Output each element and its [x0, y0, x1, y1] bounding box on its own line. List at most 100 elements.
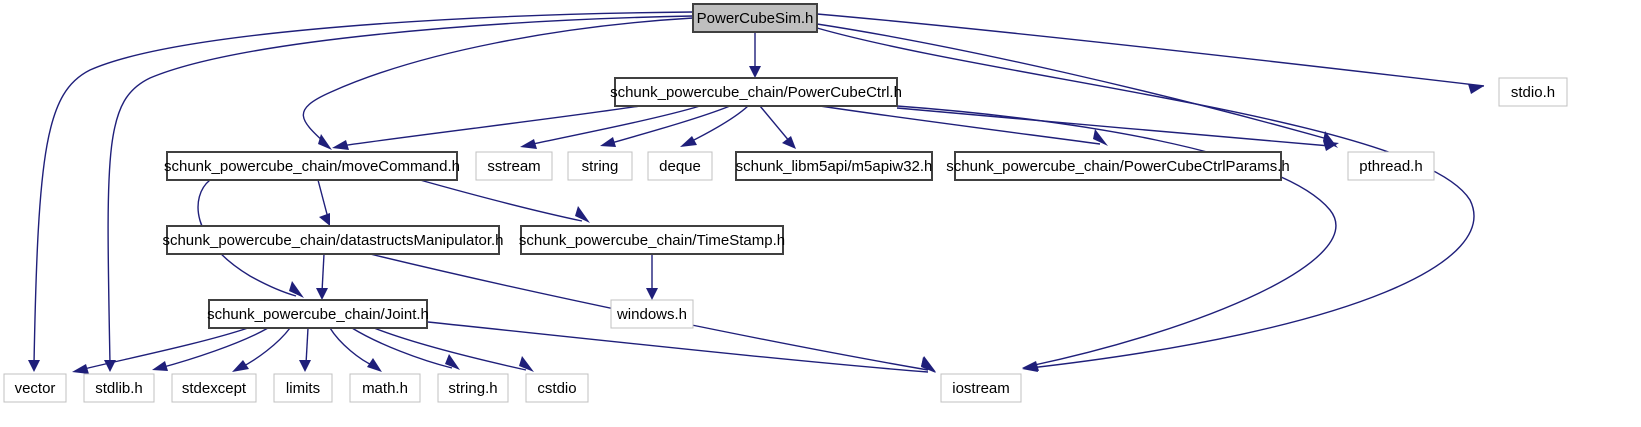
node-iostream[interactable]: iostream [940, 373, 1022, 403]
arrowhead-icon [520, 139, 537, 149]
node-box[interactable] [166, 225, 500, 255]
node-box[interactable] [475, 151, 553, 181]
node-box[interactable] [437, 373, 509, 403]
arrowhead-icon [318, 134, 332, 150]
edge-joint-to-iostream [427, 321, 936, 373]
node-box[interactable] [1498, 77, 1568, 107]
edge-line [816, 27, 1475, 369]
node-powercubectrlparams[interactable]: schunk_powercube_chain/PowerCubeCtrlPara… [946, 151, 1290, 181]
node-box[interactable] [614, 77, 898, 107]
arrowhead-icon [519, 356, 534, 372]
node-stdio[interactable]: stdio.h [1498, 77, 1568, 107]
edge-line [687, 105, 749, 144]
node-vector[interactable]: vector [3, 373, 67, 403]
node-box[interactable] [520, 225, 784, 255]
node-box[interactable] [171, 373, 257, 403]
node-box[interactable] [525, 373, 589, 403]
edge-line [527, 105, 701, 146]
edges-layer [28, 11, 1485, 374]
edge-datastructs-to-joint [316, 253, 328, 300]
edge-powercubectrl-to-sstream [520, 105, 701, 149]
arrowhead-icon [152, 361, 168, 371]
node-powercubectrl[interactable]: schunk_powercube_chain/PowerCubeCtrl.h [610, 77, 902, 107]
edge-timestamp-to-windows [646, 254, 658, 300]
node-timestamp[interactable]: schunk_powercube_chain/TimeStamp.h [519, 225, 785, 255]
edge-joint-to-stdexcept [232, 327, 291, 372]
node-m5apiw32[interactable]: schunk_libm5api/m5apiw32.h [735, 151, 933, 181]
node-box[interactable] [273, 373, 333, 403]
edge-powercubesim-to-powercubectrl [749, 32, 761, 78]
node-windows[interactable]: windows.h [610, 299, 694, 329]
node-stdexcept[interactable]: stdexcept [171, 373, 257, 403]
node-box[interactable] [940, 373, 1022, 403]
edge-movecommand-to-datastructs [317, 179, 330, 226]
edge-line [317, 179, 329, 219]
arrowhead-icon [749, 66, 761, 78]
arrowhead-icon [1323, 131, 1338, 148]
arrowhead-icon [782, 136, 796, 149]
edge-joint-to-math [329, 327, 382, 372]
edge-line [329, 327, 375, 367]
edge-line [239, 327, 291, 369]
edge-line [305, 327, 309, 365]
node-box[interactable] [349, 373, 421, 403]
edge-line [427, 321, 929, 373]
edge-line [419, 179, 583, 222]
node-box[interactable] [567, 151, 633, 181]
arrowhead-icon [1093, 129, 1108, 146]
edge-joint-to-stdlib [152, 327, 269, 371]
edge-line [339, 105, 641, 147]
edge-line [759, 105, 791, 143]
node-movecommand[interactable]: schunk_powercube_chain/moveCommand.h [164, 151, 460, 181]
arrowhead-icon [445, 354, 460, 370]
node-joint[interactable]: schunk_powercube_chain/Joint.h [207, 299, 429, 329]
node-powercubesim[interactable]: PowerCubeSim.h [692, 3, 818, 33]
arrowhead-icon [646, 288, 658, 300]
node-pthread[interactable]: pthread.h [1347, 151, 1435, 181]
edge-powercubectrl-to-movecommand [332, 105, 641, 150]
node-box[interactable] [954, 151, 1282, 181]
edge-line [159, 327, 269, 369]
node-limits[interactable]: limits [273, 373, 333, 403]
arrowhead-icon [299, 360, 311, 372]
node-box[interactable] [83, 373, 155, 403]
arrowhead-icon [1323, 141, 1339, 151]
edge-line [197, 179, 297, 297]
arrowhead-icon [316, 288, 328, 300]
node-stringh[interactable]: string.h [437, 373, 509, 403]
node-box[interactable] [1347, 151, 1435, 181]
node-box[interactable] [692, 3, 818, 33]
node-box[interactable] [735, 151, 933, 181]
arrowhead-icon [319, 213, 330, 226]
node-math[interactable]: math.h [349, 373, 421, 403]
node-deque[interactable]: deque [647, 151, 713, 181]
node-string[interactable]: string [567, 151, 633, 181]
edge-line [321, 253, 325, 293]
arrowhead-icon [680, 136, 697, 147]
node-box[interactable] [610, 299, 694, 329]
edge-powercubesim-to-vector [28, 11, 694, 372]
arrowhead-icon [575, 206, 590, 223]
arrowhead-icon [72, 364, 89, 374]
edge-joint-to-limits [299, 327, 311, 372]
node-stdlib[interactable]: stdlib.h [83, 373, 155, 403]
node-sstream[interactable]: sstream [475, 151, 553, 181]
edge-movecommand-to-timestamp [419, 179, 590, 223]
edge-line [107, 15, 694, 365]
edge-powercubesim-to-pthread [816, 23, 1339, 151]
edge-powercubesim-to-iostream [816, 27, 1475, 372]
edge-line [816, 13, 1485, 87]
edge-powercubectrl-to-pthread [896, 107, 1338, 148]
node-box[interactable] [208, 299, 428, 329]
node-box[interactable] [3, 373, 67, 403]
edge-line [819, 105, 1101, 145]
arrowhead-icon [1468, 84, 1484, 94]
node-datastructs[interactable]: schunk_powercube_chain/datastructsManipu… [162, 225, 504, 255]
node-cstdio[interactable]: cstdio [525, 373, 589, 403]
edge-line [79, 327, 249, 371]
node-box[interactable] [166, 151, 458, 181]
edge-line [896, 107, 1331, 147]
edge-line [373, 327, 527, 371]
node-box[interactable] [647, 151, 713, 181]
